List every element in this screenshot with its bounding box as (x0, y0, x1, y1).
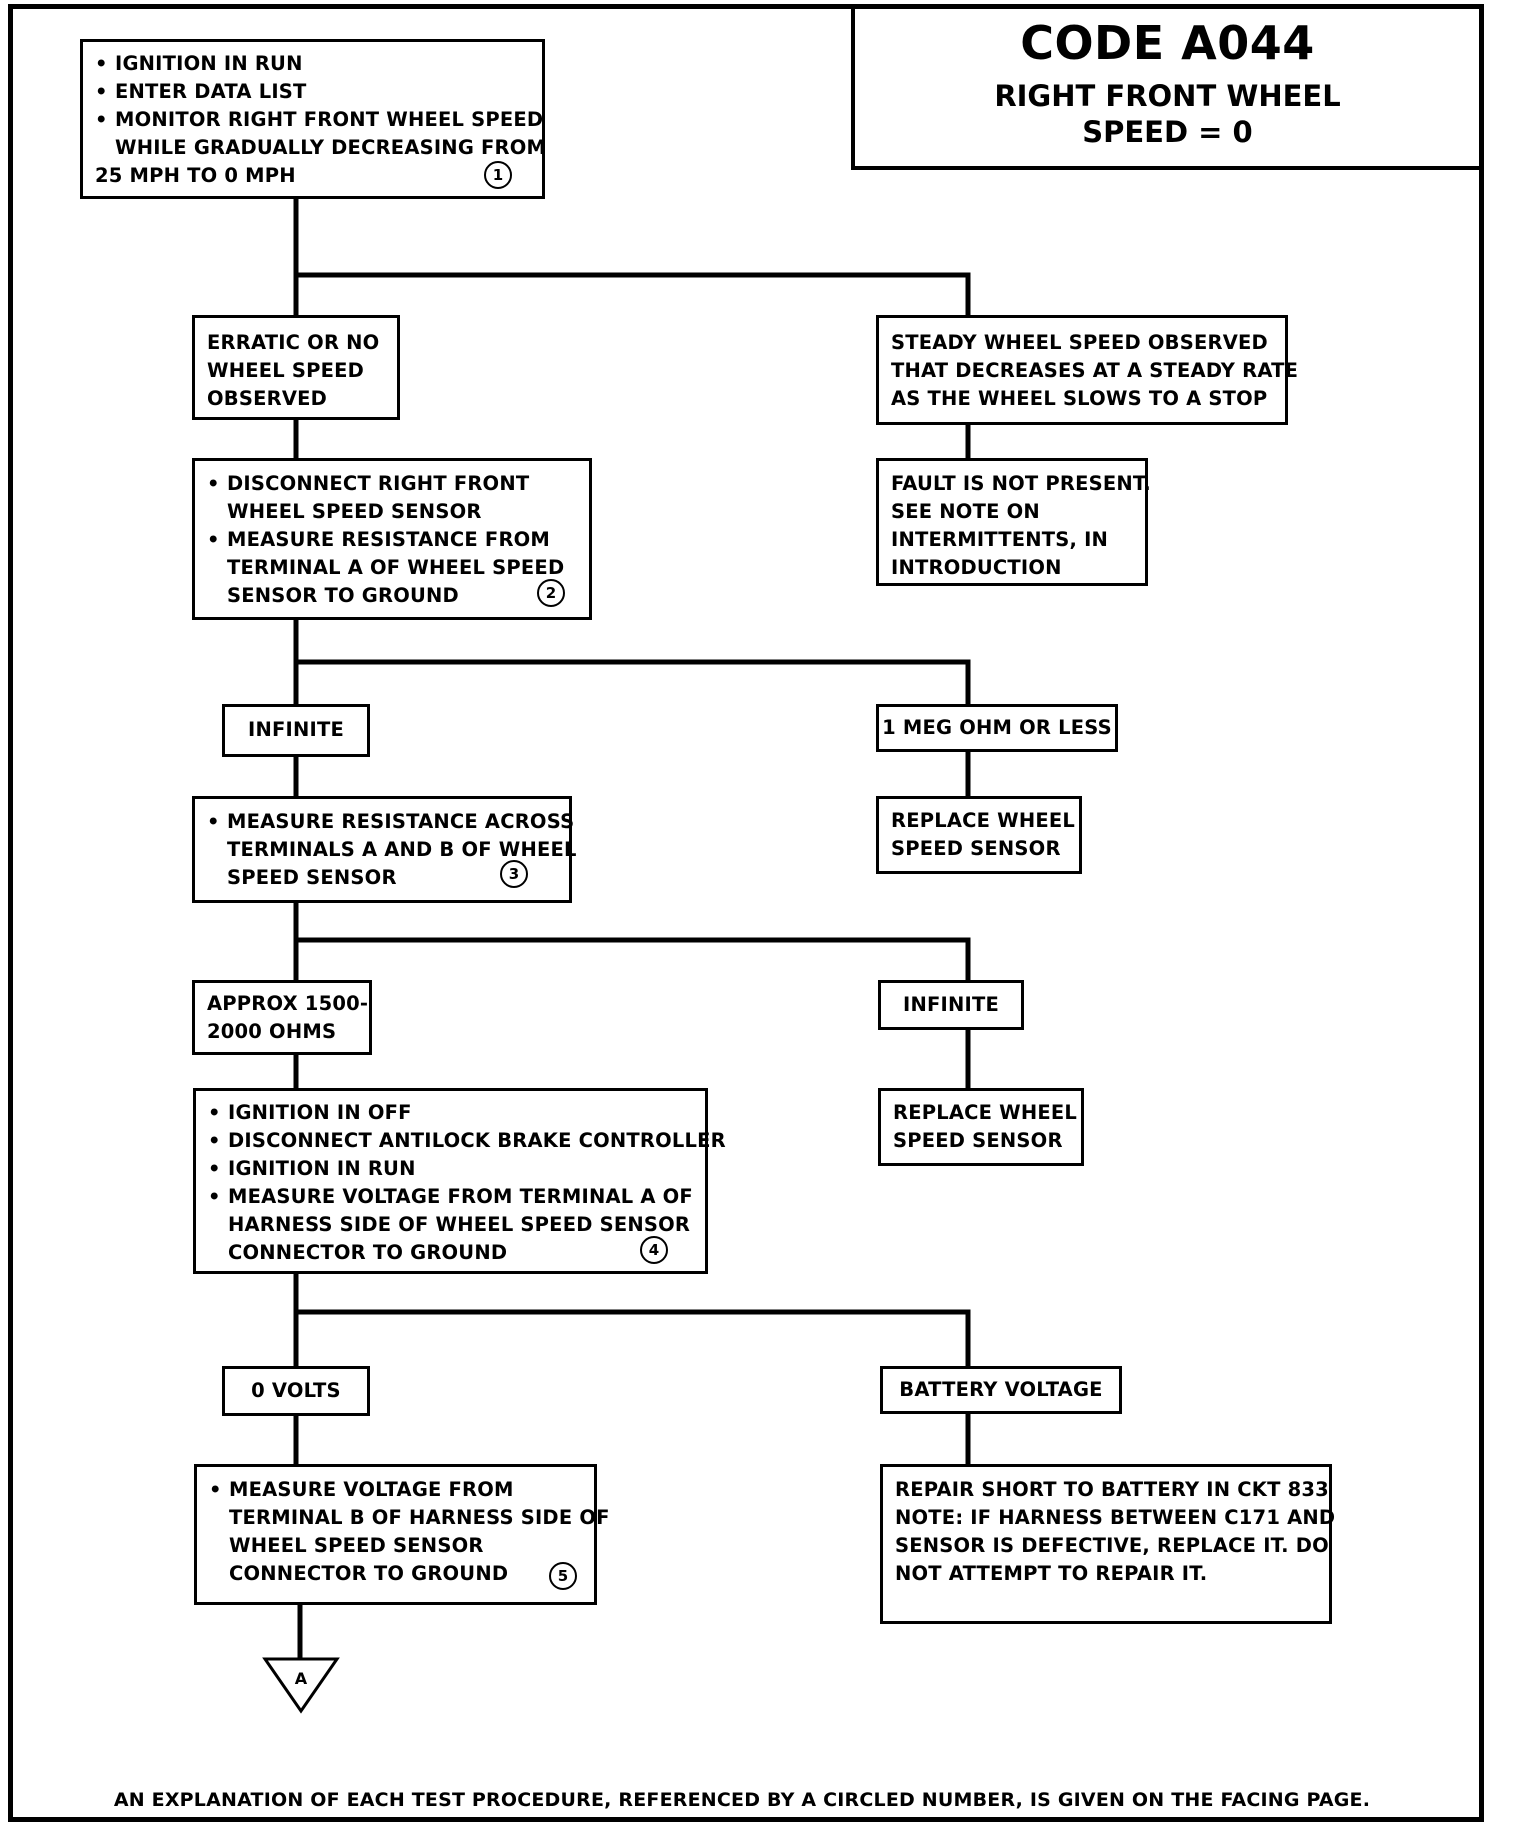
footer-note: AN EXPLANATION OF EACH TEST PROCEDURE, R… (113, 1789, 1371, 1811)
step-1-line: IGNITION IN RUN (95, 50, 530, 78)
step-2-ref-number: 2 (537, 579, 565, 607)
step-2-line: WHEEL SPEED SENSOR (227, 500, 482, 523)
result-one-meg-box: 1 MEG OHM OR LESS (876, 704, 1118, 752)
result-repair-line: NOT ATTEMPT TO REPAIR IT. (895, 1562, 1208, 1585)
code-subtitle-line1: RIGHT FRONT WHEEL (994, 79, 1341, 113)
result-fault-line: FAULT IS NOT PRESENT. (891, 472, 1152, 495)
step-5-line: MEASURE VOLTAGE FROM (209, 1476, 582, 1504)
connector-branch-2 (296, 659, 971, 704)
code-title-box: CODE A044 RIGHT FRONT WHEEL SPEED = 0 (851, 4, 1484, 170)
result-fault-line: INTRODUCTION (891, 556, 1062, 579)
step-1-box: IGNITION IN RUN ENTER DATA LIST MONITOR … (80, 39, 547, 199)
result-approx-line: 2000 OHMS (207, 1020, 337, 1043)
result-approx-line: APPROX 1500- (207, 992, 369, 1015)
result-infinite-2-box: INFINITE (878, 980, 1024, 1030)
step-3-line: MEASURE RESISTANCE ACROSS (207, 808, 574, 836)
step-5-line: WHEEL SPEED SENSOR (229, 1534, 484, 1557)
step-2-line: TERMINAL A OF WHEEL SPEED (227, 556, 565, 579)
result-infinite-box: INFINITE (222, 704, 370, 757)
result-repair-line: SENSOR IS DEFECTIVE, REPLACE IT. DO (895, 1534, 1329, 1557)
result-repair-short-box: REPAIR SHORT TO BATTERY IN CKT 833 NOTE:… (880, 1464, 1336, 1624)
step-2-box: DISCONNECT RIGHT FRONT WHEEL SPEED SENSO… (192, 458, 592, 620)
step-1-line: ENTER DATA LIST (95, 78, 530, 106)
off-page-connector-triangle (262, 1657, 340, 1714)
code-title: CODE A044 (1020, 16, 1315, 70)
step-2-line: SENSOR TO GROUND (227, 584, 459, 607)
result-fault-line: SEE NOTE ON (891, 500, 1040, 523)
result-steady-line: AS THE WHEEL SLOWS TO A STOP (891, 387, 1268, 410)
result-replace-line: REPLACE WHEEL (891, 809, 1076, 832)
result-steady-box: STEADY WHEEL SPEED OBSERVED THAT DECREAS… (876, 315, 1299, 425)
step-4-box: IGNITION IN OFF DISCONNECT ANTILOCK BRAK… (193, 1088, 726, 1274)
step-4-line: CONNECTOR TO GROUND (228, 1241, 508, 1264)
step-4-line: HARNESS SIDE OF WHEEL SPEED SENSOR (228, 1213, 691, 1236)
result-replace-sensor-2-box: REPLACE WHEEL SPEED SENSOR (878, 1088, 1084, 1166)
step-3-line: TERMINALS A AND B OF WHEEL (227, 838, 577, 861)
step-1-line: WHILE GRADUALLY DECREASING FROM (115, 136, 547, 159)
connector-branch-1 (296, 272, 971, 315)
step-4-line: IGNITION IN OFF (208, 1099, 693, 1127)
step-1-line: MONITOR RIGHT FRONT WHEEL SPEED (95, 106, 543, 134)
code-subtitle-line2: SPEED = 0 (1082, 115, 1253, 149)
connector-branch-3 (296, 937, 971, 980)
result-steady-line: THAT DECREASES AT A STEADY RATE (891, 359, 1299, 382)
step-1-line: 25 MPH TO 0 MPH (95, 164, 296, 187)
result-replace-2-line: REPLACE WHEEL (893, 1101, 1078, 1124)
result-replace-sensor-box: REPLACE WHEEL SPEED SENSOR (876, 796, 1082, 874)
result-replace-line: SPEED SENSOR (891, 837, 1061, 860)
result-steady-line: STEADY WHEEL SPEED OBSERVED (891, 331, 1268, 354)
result-erratic-box: ERRATIC OR NO WHEEL SPEED OBSERVED (192, 315, 400, 420)
step-4-line: IGNITION IN RUN (208, 1155, 693, 1183)
step-5-line: CONNECTOR TO GROUND (229, 1562, 509, 1585)
result-replace-2-line: SPEED SENSOR (893, 1129, 1063, 1152)
result-approx-ohms-box: APPROX 1500- 2000 OHMS (192, 980, 372, 1055)
step-3-ref-number: 3 (500, 860, 528, 888)
result-repair-line: NOTE: IF HARNESS BETWEEN C171 AND (895, 1506, 1336, 1529)
step-5-ref-number: 5 (549, 1562, 577, 1590)
step-4-line: MEASURE VOLTAGE FROM TERMINAL A OF (208, 1183, 693, 1211)
page-border (8, 4, 1484, 1822)
connector-branch-4 (296, 1309, 971, 1366)
step-2-line: MEASURE RESISTANCE FROM (207, 526, 577, 554)
result-erratic-line: WHEEL SPEED (207, 359, 365, 382)
step-2-line: DISCONNECT RIGHT FRONT (207, 470, 577, 498)
result-erratic-line: OBSERVED (207, 387, 328, 410)
step-4-line: DISCONNECT ANTILOCK BRAKE CONTROLLER (208, 1127, 726, 1155)
step-4-ref-number: 4 (640, 1236, 668, 1264)
step-5-box: MEASURE VOLTAGE FROM TERMINAL B OF HARNE… (194, 1464, 610, 1605)
result-fault-line: INTERMITTENTS, IN (891, 528, 1109, 551)
step-1-ref-number: 1 (484, 161, 512, 189)
step-3-line: SPEED SENSOR (227, 866, 397, 889)
off-page-connector-label: A (295, 1669, 308, 1688)
result-zero-volts-box: 0 VOLTS (222, 1366, 370, 1416)
step-5-line: TERMINAL B OF HARNESS SIDE OF (229, 1506, 610, 1529)
result-repair-line: REPAIR SHORT TO BATTERY IN CKT 833 (895, 1478, 1329, 1501)
result-battery-voltage-box: BATTERY VOLTAGE (880, 1366, 1122, 1414)
result-fault-not-present-box: FAULT IS NOT PRESENT. SEE NOTE ON INTERM… (876, 458, 1152, 586)
result-erratic-line: ERRATIC OR NO (207, 331, 380, 354)
